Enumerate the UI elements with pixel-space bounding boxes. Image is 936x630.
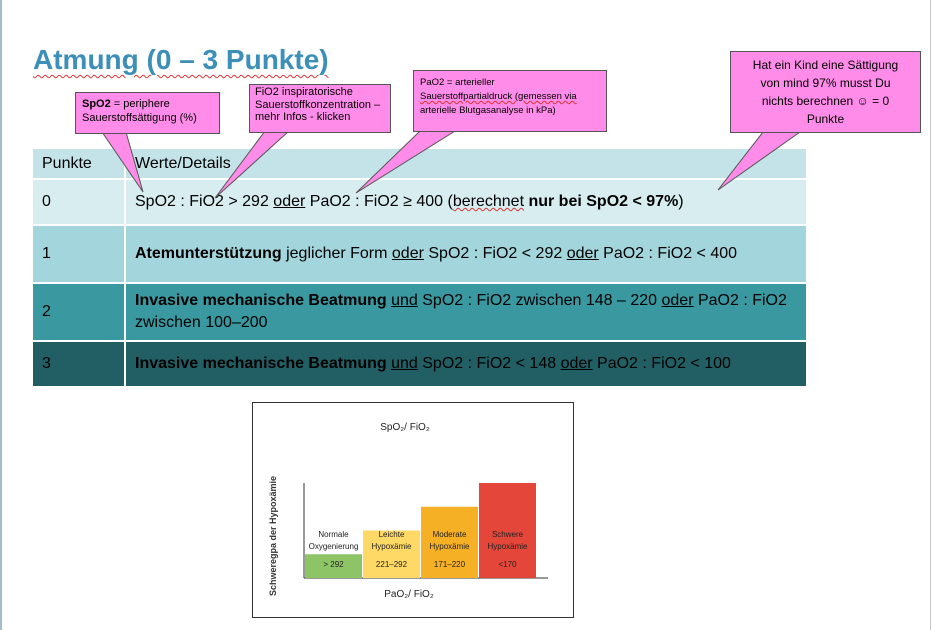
- page-frame-right: [930, 0, 931, 630]
- callout-pointer-kind: [717, 131, 802, 191]
- callout-kind-line: Punkte: [806, 112, 845, 126]
- table-header-details: Werte/Details: [124, 149, 806, 180]
- page-title: Atmung (0 – 3 Punkte): [33, 44, 329, 75]
- callout-kind-line: Hat ein Kind eine Sättigung: [752, 58, 899, 72]
- chart-bar-category-label: Oxygenierung: [309, 542, 359, 551]
- hypoxemia-chart-svg: SpO₂/ FiO₂ Schweregpa der Hypoxämie PaO₂…: [268, 422, 548, 600]
- chart-bar-range-label: 221–292: [376, 560, 408, 569]
- callout-pointer-pao2: [355, 130, 457, 194]
- callout-kind-line: von mind 97% musst Du: [760, 76, 891, 90]
- details-emphasis: Invasive mechanische Beatmung: [135, 355, 387, 372]
- callout-fio2-text: FiO2 inspiratorische Sauerstoffkonzentra…: [255, 86, 381, 123]
- details-text: jeglicher Form: [281, 245, 392, 262]
- details-text: PaO2 : FiO2 < 100: [592, 355, 731, 372]
- table-row: 1 Atemunterstützung jeglicher Form oder …: [33, 225, 806, 284]
- chart-bar-category-label: Hypoxämie: [487, 542, 528, 551]
- callout-spo2: SpO2 = periphere Sauerstoffsättigung (%): [75, 92, 220, 134]
- chart-bar-category-label: Moderate: [433, 530, 467, 539]
- callout-pointer-fio2: [214, 130, 291, 199]
- hypoxemia-chart: SpO₂/ FiO₂ Schweregpa der Hypoxämie PaO₂…: [252, 402, 574, 618]
- chart-bar-category-label: Schwere: [492, 530, 524, 539]
- table-row: 2 Invasive mechanische Beatmung und SpO2…: [33, 283, 806, 342]
- callout-pointer-spo2: [101, 131, 144, 193]
- chart-bar-range-label: 171–220: [434, 560, 466, 569]
- chart-bar: [363, 530, 420, 578]
- callout-spo2-term: SpO2: [82, 98, 111, 110]
- details-text: PaO2 : FiO2 zwischen 100–200: [135, 292, 787, 331]
- details-conjunction: oder: [391, 245, 424, 262]
- callout-spo2-desc: = periphere Sauerstoffsättigung (%): [82, 98, 197, 124]
- details-conjunction: oder: [566, 245, 599, 262]
- chart-bar-range-label: > 292: [323, 560, 344, 569]
- details-text: berechnet: [452, 193, 525, 210]
- row-points: 3: [33, 341, 125, 388]
- details-text: SpO2 : FiO2 zwischen 148 – 220: [417, 292, 662, 309]
- row-details: Invasive mechanische Beatmung und SpO2 :…: [124, 341, 806, 388]
- page-frame-left: [0, 0, 2, 630]
- row-points: 1: [33, 225, 125, 284]
- chart-ylabel: Schweregpa der Hypoxämie: [268, 476, 278, 596]
- chart-bar-category-label: Hypoxämie: [371, 542, 412, 551]
- chart-bar-range-label: <170: [498, 560, 517, 569]
- details-emphasis: Atemunterstützung: [135, 245, 282, 262]
- score-table: Punkte Werte/Details 0 SpO2 : FiO2 > 292…: [33, 149, 806, 388]
- details-text: SpO2 : FiO2 < 148: [417, 355, 561, 372]
- details-conjunction: und: [391, 355, 418, 372]
- row-details: Invasive mechanische Beatmung und SpO2 :…: [124, 283, 806, 342]
- details-emphasis: Invasive mechanische Beatmung: [135, 292, 387, 309]
- details-text: PaO2 : FiO2 < 400: [598, 245, 738, 262]
- callout-pao2-line: arterielle Blutgasanalyse in kPa): [420, 105, 556, 116]
- chart-title: SpO₂/ FiO₂: [380, 422, 430, 433]
- details-text: PaO2 : FiO2 ≥ 400 (: [305, 193, 453, 210]
- row-points: 2: [33, 283, 125, 342]
- chart-xlabel: PaO₂/ FiO₂: [384, 589, 434, 600]
- row-points: 0: [33, 179, 125, 226]
- chart-bar-category-label: Leichte: [379, 530, 405, 539]
- callout-pao2-line: Sauerstoffpartialdruck (gemessen via: [420, 91, 577, 102]
- callout-pao2-line: PaO2 = arterieller: [420, 77, 495, 88]
- callout-fio2[interactable]: FiO2 inspiratorische Sauerstoffkonzentra…: [249, 84, 391, 133]
- details-text: SpO2 : FiO2 < 292: [423, 245, 567, 262]
- chart-bar-category-label: Hypoxämie: [429, 542, 470, 551]
- table-header-points: Punkte: [33, 149, 125, 180]
- details-text: SpO2 : FiO2 > 292: [135, 193, 274, 210]
- chart-bar-category-label: Normale: [318, 530, 349, 539]
- callout-kind-line: nichts berechnen ☺ = 0: [761, 94, 890, 108]
- chart-bar: [305, 554, 362, 578]
- details-emphasis: nur bei SpO2 < 97%: [524, 193, 679, 210]
- details-conjunction: oder: [661, 292, 694, 309]
- details-text: ): [678, 193, 684, 210]
- row-details: Atemunterstützung jeglicher Form oder Sp…: [124, 225, 806, 284]
- row-details: SpO2 : FiO2 > 292 oder PaO2 : FiO2 ≥ 400…: [124, 179, 806, 226]
- chart-bar: [479, 483, 536, 578]
- table-row: 3 Invasive mechanische Beatmung und SpO2…: [33, 341, 806, 388]
- details-conjunction: oder: [560, 355, 593, 372]
- details-conjunction: und: [391, 292, 418, 309]
- details-conjunction: oder: [273, 193, 306, 210]
- callout-kind: Hat ein Kind eine Sättigung von mind 97%…: [730, 51, 921, 133]
- table-row: 0 SpO2 : FiO2 > 292 oder PaO2 : FiO2 ≥ 4…: [33, 179, 806, 226]
- callout-pao2: PaO2 = arterieller Sauerstoffpartialdruc…: [413, 70, 607, 132]
- chart-bar: [421, 506, 478, 578]
- table-header-row: Punkte Werte/Details: [33, 149, 806, 180]
